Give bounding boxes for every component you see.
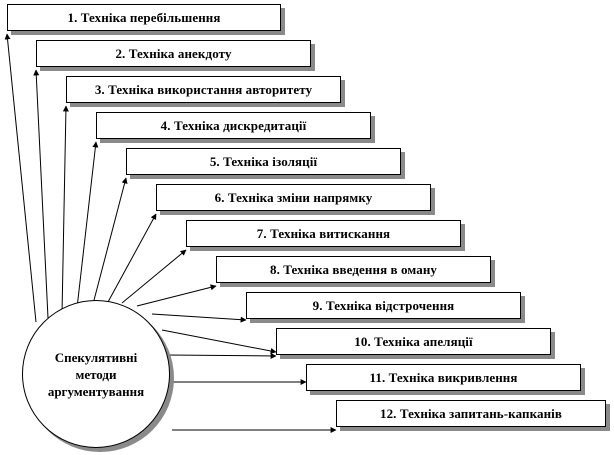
technique-box-7: 7. Техніка витискання bbox=[186, 220, 461, 247]
technique-label-8: 8. Техніка введення в оману bbox=[269, 261, 438, 277]
technique-label-4: 4. Техніка дискредитації bbox=[160, 117, 307, 133]
technique-box-5: 5. Техніка ізоляції bbox=[126, 148, 401, 175]
connector-arrow-8 bbox=[136, 284, 217, 307]
connector-arrow-6 bbox=[107, 213, 157, 303]
technique-label-2: 2. Техніка анекдоту bbox=[115, 45, 232, 61]
connector-arrow-1 bbox=[4, 33, 37, 323]
technique-label-7: 7. Техніка витискання bbox=[256, 225, 391, 241]
connector-arrow-4 bbox=[76, 141, 99, 309]
connector-arrow-5 bbox=[92, 177, 128, 305]
technique-box-11: 11. Техніка викривлення bbox=[306, 364, 581, 391]
technique-label-10: 10. Техніка апеляції bbox=[354, 333, 473, 349]
technique-box-8: 8. Техніка введення в оману bbox=[216, 256, 491, 283]
center-node-circle: Спекулятивні методи аргументування bbox=[22, 300, 170, 448]
technique-label-9: 9. Техніка відстрочення bbox=[312, 297, 455, 313]
technique-label-12: 12. Техніка запитань-капканів bbox=[379, 405, 563, 421]
technique-box-4: 4. Техніка дискредитації bbox=[96, 112, 371, 139]
center-node-label: Спекулятивні методи аргументування bbox=[47, 349, 145, 399]
technique-label-6: 6. Техніка зміни напрямку bbox=[214, 189, 373, 205]
technique-box-1: 1. Техніка перебільшення bbox=[7, 4, 281, 31]
connector-arrow-11 bbox=[166, 352, 277, 359]
technique-box-12: 12. Техніка запитань-капканів bbox=[336, 400, 606, 427]
technique-box-9: 9. Техніка відстрочення bbox=[246, 292, 521, 319]
technique-box-2: 2. Техніка анекдоту bbox=[36, 40, 311, 67]
technique-label-5: 5. Техніка ізоляції bbox=[209, 153, 318, 169]
technique-label-3: 3. Техніка використання авторитету bbox=[94, 81, 313, 97]
connector-arrow-10 bbox=[161, 329, 277, 354]
technique-label-11: 11. Техніка викривлення bbox=[369, 369, 518, 385]
technique-box-6: 6. Техніка зміни напрямку bbox=[156, 184, 431, 211]
connector-arrow-2 bbox=[33, 69, 49, 319]
technique-box-3: 3. Техніка використання авторитету bbox=[66, 76, 341, 103]
connector-arrow-3 bbox=[61, 105, 69, 315]
technique-label-1: 1. Техніка перебільшення bbox=[67, 9, 221, 25]
connector-arrow-9 bbox=[151, 313, 247, 323]
connector-arrow-7 bbox=[121, 249, 187, 304]
technique-box-10: 10. Техніка апеляції bbox=[276, 328, 551, 355]
